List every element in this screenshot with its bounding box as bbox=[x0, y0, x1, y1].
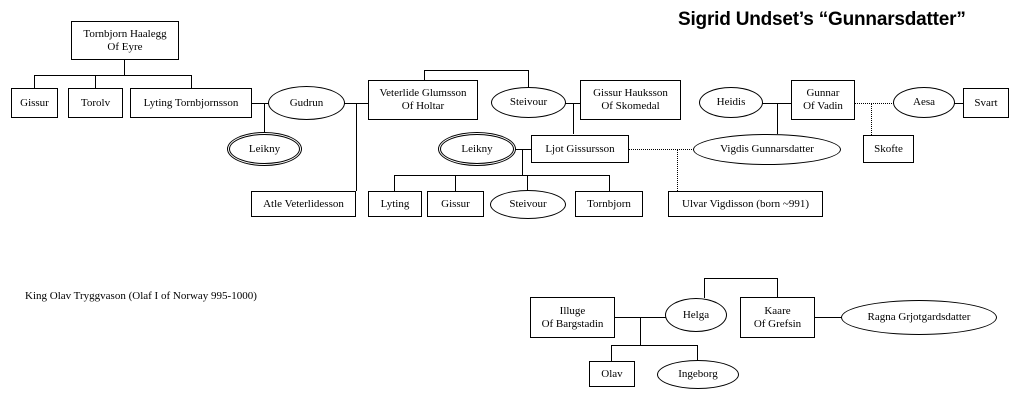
connector-ljot-vigdis-dotted bbox=[629, 149, 694, 150]
node-ljot-gissursson: Ljot Gissursson bbox=[531, 135, 629, 163]
connector-to-lyting2 bbox=[394, 175, 395, 191]
node-tornbjorn-2: Tornbjorn bbox=[575, 191, 643, 217]
node-aesa: Aesa bbox=[893, 87, 955, 118]
node-steivour-2: Steivour bbox=[490, 190, 566, 219]
connector-leikny2-ljot-child-drop bbox=[522, 149, 523, 175]
connector-to-tornbjorn2 bbox=[609, 175, 610, 191]
node-veterlide-glumsson: Veterlide Glumsson Of Holtar bbox=[368, 80, 478, 120]
connector-veterlide-steivour-bus bbox=[424, 70, 529, 71]
connector-to-gissur2 bbox=[455, 175, 456, 191]
connector-lyting-gudrun bbox=[252, 103, 269, 104]
node-lyting-2: Lyting bbox=[368, 191, 422, 217]
node-atle-veterlidesson: Atle Veterlidesson bbox=[251, 191, 356, 217]
connector-gunnar-aesa-child-dotted bbox=[871, 103, 872, 135]
connector-to-helga bbox=[704, 278, 705, 298]
connector-steivour-child-drop bbox=[573, 103, 574, 134]
node-gudrun: Gudrun bbox=[268, 86, 345, 120]
node-leikny-1: Leikny bbox=[229, 134, 300, 164]
diagram-title: Sigrid Undset’s “Gunnarsdatter” bbox=[678, 9, 966, 30]
node-olav: Olav bbox=[589, 361, 635, 387]
connector-to-kaare bbox=[777, 278, 778, 297]
node-gissur-hauksson: Gissur Hauksson Of Skomedal bbox=[580, 80, 681, 120]
node-gissur-2: Gissur bbox=[427, 191, 484, 217]
connector-ljot-vigdis-child-dotted bbox=[677, 149, 678, 191]
node-gunnar-of-vadin: Gunnar Of Vadin bbox=[791, 80, 855, 120]
node-leikny-2: Leikny bbox=[440, 134, 514, 164]
king-olav-note: King Olav Tryggvason (Olaf I of Norway 9… bbox=[25, 290, 257, 302]
connector-veterlide-up bbox=[424, 70, 425, 81]
node-skofte: Skofte bbox=[863, 135, 914, 163]
node-lyting-tornbjornsson: Lyting Tornbjornsson bbox=[130, 88, 252, 118]
node-svart: Svart bbox=[963, 88, 1009, 118]
connector-gudrun-lyting-child-drop bbox=[264, 103, 265, 134]
connector-gudrun-veterlide-child-drop bbox=[356, 103, 357, 191]
node-illuge-of-bargstadin: Illuge Of Bargstadin bbox=[530, 297, 615, 338]
node-gissur-1: Gissur bbox=[11, 88, 58, 118]
node-heidis: Heidis bbox=[699, 87, 763, 118]
connector-to-lyting bbox=[191, 75, 192, 88]
node-vigdis-gunnarsdatter: Vigdis Gunnarsdatter bbox=[693, 134, 841, 165]
connector-to-gissur1 bbox=[34, 75, 35, 88]
connector-to-steivour2 bbox=[527, 175, 528, 191]
connector-helga-kaare-bus bbox=[704, 278, 778, 279]
connector-illuge-helga-child-drop bbox=[640, 317, 641, 345]
connector-to-torolv bbox=[95, 75, 96, 88]
connector-haalegg-drop bbox=[124, 60, 125, 75]
connector-illuge-helga-children-bus bbox=[611, 345, 698, 346]
connector-haalegg-sibling-bus bbox=[34, 75, 191, 76]
connector-aesa-svart bbox=[954, 103, 964, 104]
node-ulvar-vigdisson: Ulvar Vigdisson (born ~991) bbox=[668, 191, 823, 217]
connector-gunnar-aesa-dotted bbox=[855, 103, 894, 104]
connector-kaare-ragna bbox=[815, 317, 843, 318]
connector-to-olav bbox=[611, 345, 612, 361]
connector-leikny2-children-bus bbox=[394, 175, 609, 176]
node-torolv: Torolv bbox=[68, 88, 123, 118]
node-ingeborg: Ingeborg bbox=[657, 360, 739, 389]
node-ragna-grjotgardsdatter: Ragna Grjotgardsdatter bbox=[841, 300, 997, 335]
node-helga: Helga bbox=[665, 298, 727, 332]
node-steivour-1: Steivour bbox=[491, 87, 566, 118]
connector-steivour-up bbox=[528, 70, 529, 88]
connector-heidis-gunnar-child-drop bbox=[777, 103, 778, 134]
connector-to-ingeborg bbox=[697, 345, 698, 360]
node-kaare-of-grefsin: Kaare Of Grefsin bbox=[740, 297, 815, 338]
node-tornbjorn-haalegg: Tornbjorn Haalegg Of Eyre bbox=[71, 21, 179, 60]
